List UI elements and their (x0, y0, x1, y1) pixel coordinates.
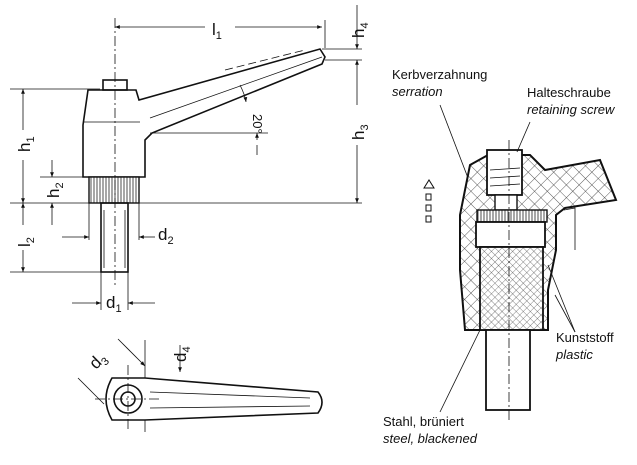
steel-label-de: Stahl, brüniert (383, 414, 464, 429)
retaining-screw-label-en: retaining screw (527, 102, 616, 117)
steel-label-en: steel, blackened (383, 431, 478, 446)
dim-h2: h2 (44, 182, 66, 198)
dim-l2: l2 (15, 237, 37, 247)
dim-d3: d3 (85, 348, 112, 375)
dim-h3: h3 (349, 124, 371, 140)
dim-h4: h4 (349, 22, 371, 38)
dim-h1: h1 (15, 136, 37, 152)
plastic-label-de: Kunststoff (556, 330, 614, 345)
side-view: l1 h1 h2 l2 h3 h4 d2 d1 20° (10, 5, 371, 315)
dim-d1: d1 (106, 293, 122, 315)
retaining-screw-label-de: Halteschraube (527, 85, 611, 100)
serration-label-de: Kerbverzahnung (392, 67, 487, 82)
plastic-label-en: plastic (555, 347, 593, 362)
dim-l1: l1 (212, 20, 222, 42)
angle-label: 20° (250, 114, 265, 134)
top-view: d4 d3 (77, 338, 323, 432)
dim-d4: d4 (171, 346, 193, 362)
serration-label-en: serration (392, 84, 443, 99)
section-view: Kerbverzahnung serration Halteschraube r… (383, 67, 618, 446)
dim-d2: d2 (158, 225, 174, 247)
